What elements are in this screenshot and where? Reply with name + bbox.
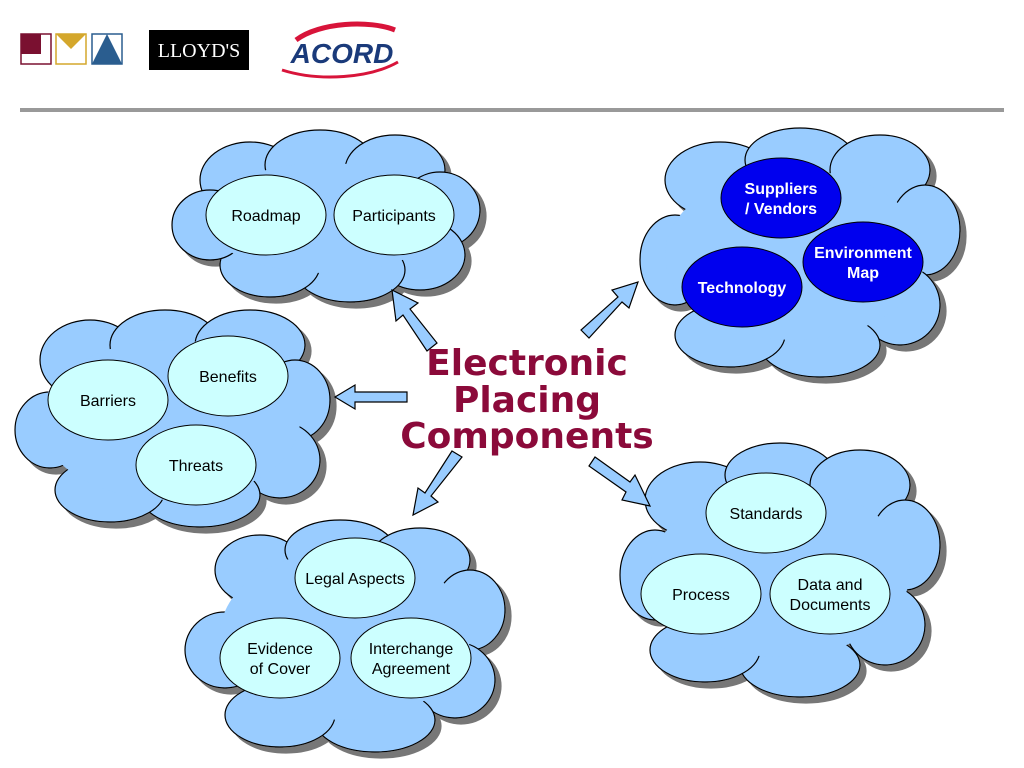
arrow-to-top-cloud	[391, 288, 438, 352]
oval-suppliers-vendors	[720, 157, 842, 239]
oval-environment-map	[802, 221, 924, 303]
lloyds-logo: LLOYD'S	[149, 30, 249, 70]
acord-logo-text: ACORD	[290, 38, 394, 69]
oval-label-roadmap: Roadmap	[231, 208, 300, 225]
top-cloud-ovals: Roadmap Participants	[205, 174, 455, 256]
oval-label-suppliers-vendors: Suppliers/ Vendors	[745, 181, 818, 218]
lloyds-mark-logo	[20, 33, 123, 65]
oval-technology	[681, 246, 803, 328]
left-cloud-ovals: Benefits Barriers Threats	[47, 335, 289, 506]
oval-label-standards: Standards	[730, 506, 803, 523]
oval-threats	[135, 424, 257, 506]
oval-interchange-agreement	[350, 617, 472, 699]
acord-logo: ACORD	[281, 21, 399, 79]
arrow-to-top-right-cloud	[580, 281, 639, 339]
oval-process	[640, 553, 762, 635]
oval-benefits	[167, 335, 289, 417]
oval-participants	[333, 174, 455, 256]
oval-data-and-documents	[769, 553, 891, 635]
arrow-to-bottom-cloud	[412, 450, 463, 517]
header-rule	[20, 108, 1004, 112]
center-title-line1: Electronic	[426, 343, 628, 384]
oval-label-barriers: Barriers	[80, 393, 136, 410]
oval-label-threats: Threats	[169, 458, 223, 475]
oval-standards	[705, 472, 827, 554]
oval-label-legal-aspects: Legal Aspects	[305, 571, 405, 588]
center-title-line2: Placing	[453, 380, 601, 421]
arrow-to-left-cloud	[333, 383, 408, 411]
oval-label-participants: Participants	[352, 208, 436, 225]
oval-roadmap	[205, 174, 327, 256]
arrow-to-bottom-right-cloud	[588, 456, 652, 507]
oval-label-benefits: Benefits	[199, 369, 257, 386]
oval-label-process: Process	[672, 587, 730, 604]
center-title-line3: Components	[400, 416, 653, 457]
oval-legal-aspects	[294, 537, 416, 619]
lloyds-logo-text: LLOYD'S	[158, 40, 241, 62]
center-title: Electronic Placing Components	[400, 343, 653, 457]
oval-evidence-of-cover	[219, 617, 341, 699]
oval-label-technology: Technology	[698, 280, 787, 297]
oval-barriers	[47, 359, 169, 441]
